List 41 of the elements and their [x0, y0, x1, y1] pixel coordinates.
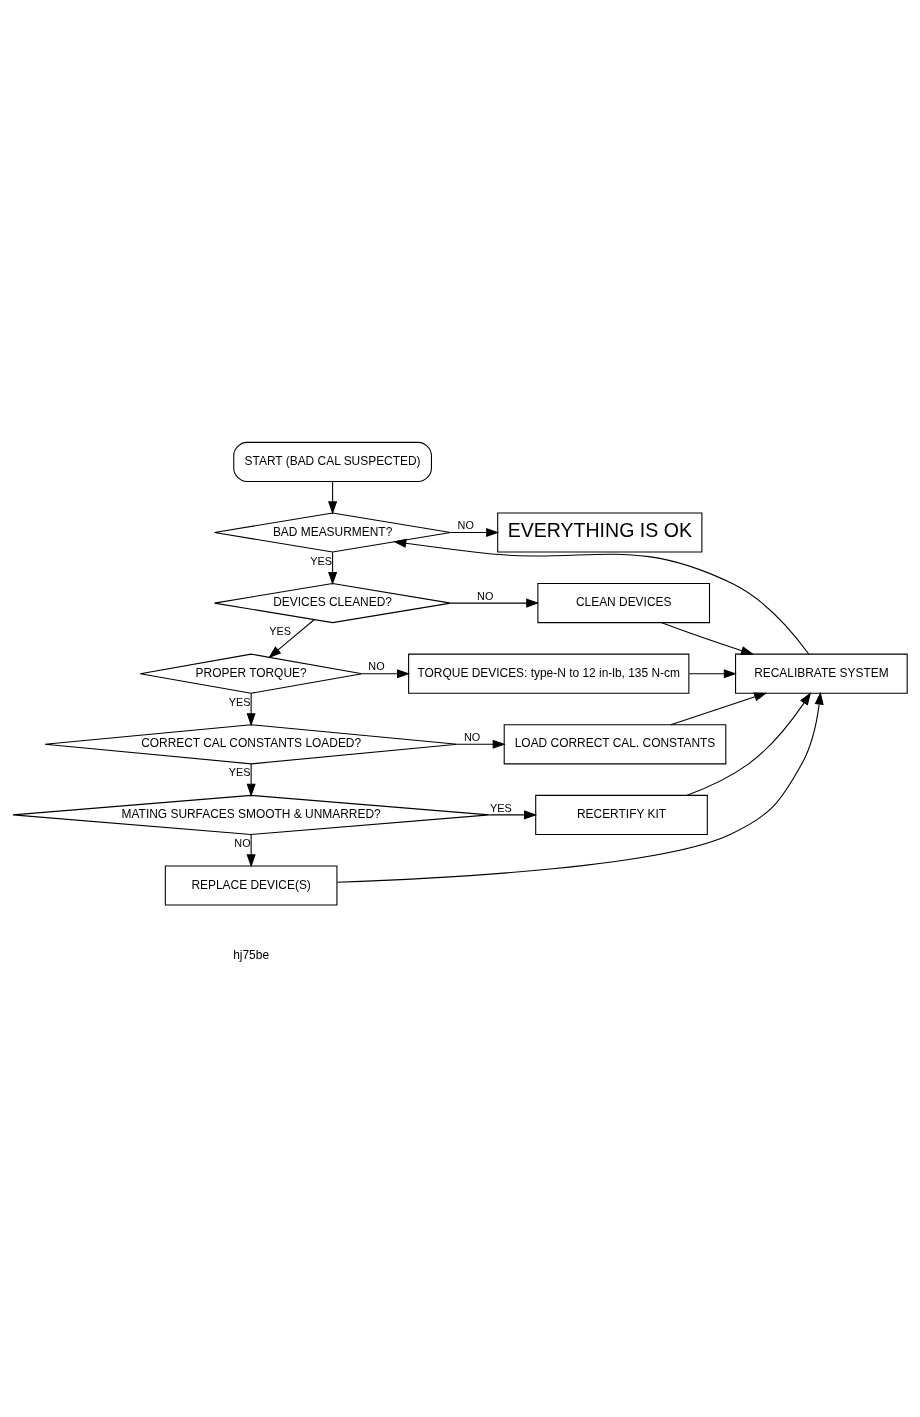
edge-label: YES [310, 554, 333, 567]
label: hj75be [233, 947, 270, 962]
arrow [456, 739, 506, 749]
arrow [688, 668, 737, 678]
node-box: START (BAD CAL SUSPECTED) [233, 441, 432, 482]
arrow [268, 618, 315, 658]
node-diamond: CORRECT CAL CONSTANTS LOADED? [44, 723, 458, 764]
node-diamond: MATING SURFACES SMOOTH & UNMARRED? [12, 794, 490, 835]
edge-label: NO [463, 730, 481, 743]
node-box: CLEAN DEVICES [537, 582, 711, 623]
arrow [450, 598, 540, 608]
node-box: LOAD CORRECT CAL. CONSTANTS [503, 723, 727, 764]
arrow [661, 621, 754, 655]
edge-label: YES [228, 765, 251, 778]
arrow [361, 668, 411, 678]
node-diamond: BAD MEASURMENT? [213, 511, 452, 553]
arrow [246, 692, 256, 726]
arrow [393, 538, 810, 654]
arrow [246, 833, 256, 867]
node-diamond: DEVICES CLEANED? [213, 582, 452, 623]
edge-label: NO [477, 589, 494, 602]
arrow [336, 691, 824, 883]
node-box: EVERYTHING IS OK [497, 511, 703, 553]
arrow [670, 692, 768, 725]
arrow [450, 527, 500, 537]
arrow [488, 809, 538, 819]
edge-label: NO [457, 518, 474, 531]
edge-label: YES [228, 695, 251, 708]
node-box: TORQUE DEVICES: type-N to 12 in-lb, 135 N-cm [408, 653, 690, 694]
node-box: RECERTIFY KIT [535, 794, 708, 835]
edge-label: NO [368, 659, 385, 672]
edge-label: YES [490, 801, 512, 814]
node-diamond: PROPER TORQUE? [139, 653, 363, 694]
node-box: RECALIBRATE SYSTEM [735, 653, 908, 694]
arrow [328, 551, 338, 585]
arrow [686, 691, 812, 796]
arrow [328, 480, 338, 514]
arrow [246, 763, 256, 797]
node-box: REPLACE DEVICE(S) [164, 864, 338, 906]
edge-label: YES [269, 624, 292, 637]
edge-label: NO [234, 836, 251, 849]
